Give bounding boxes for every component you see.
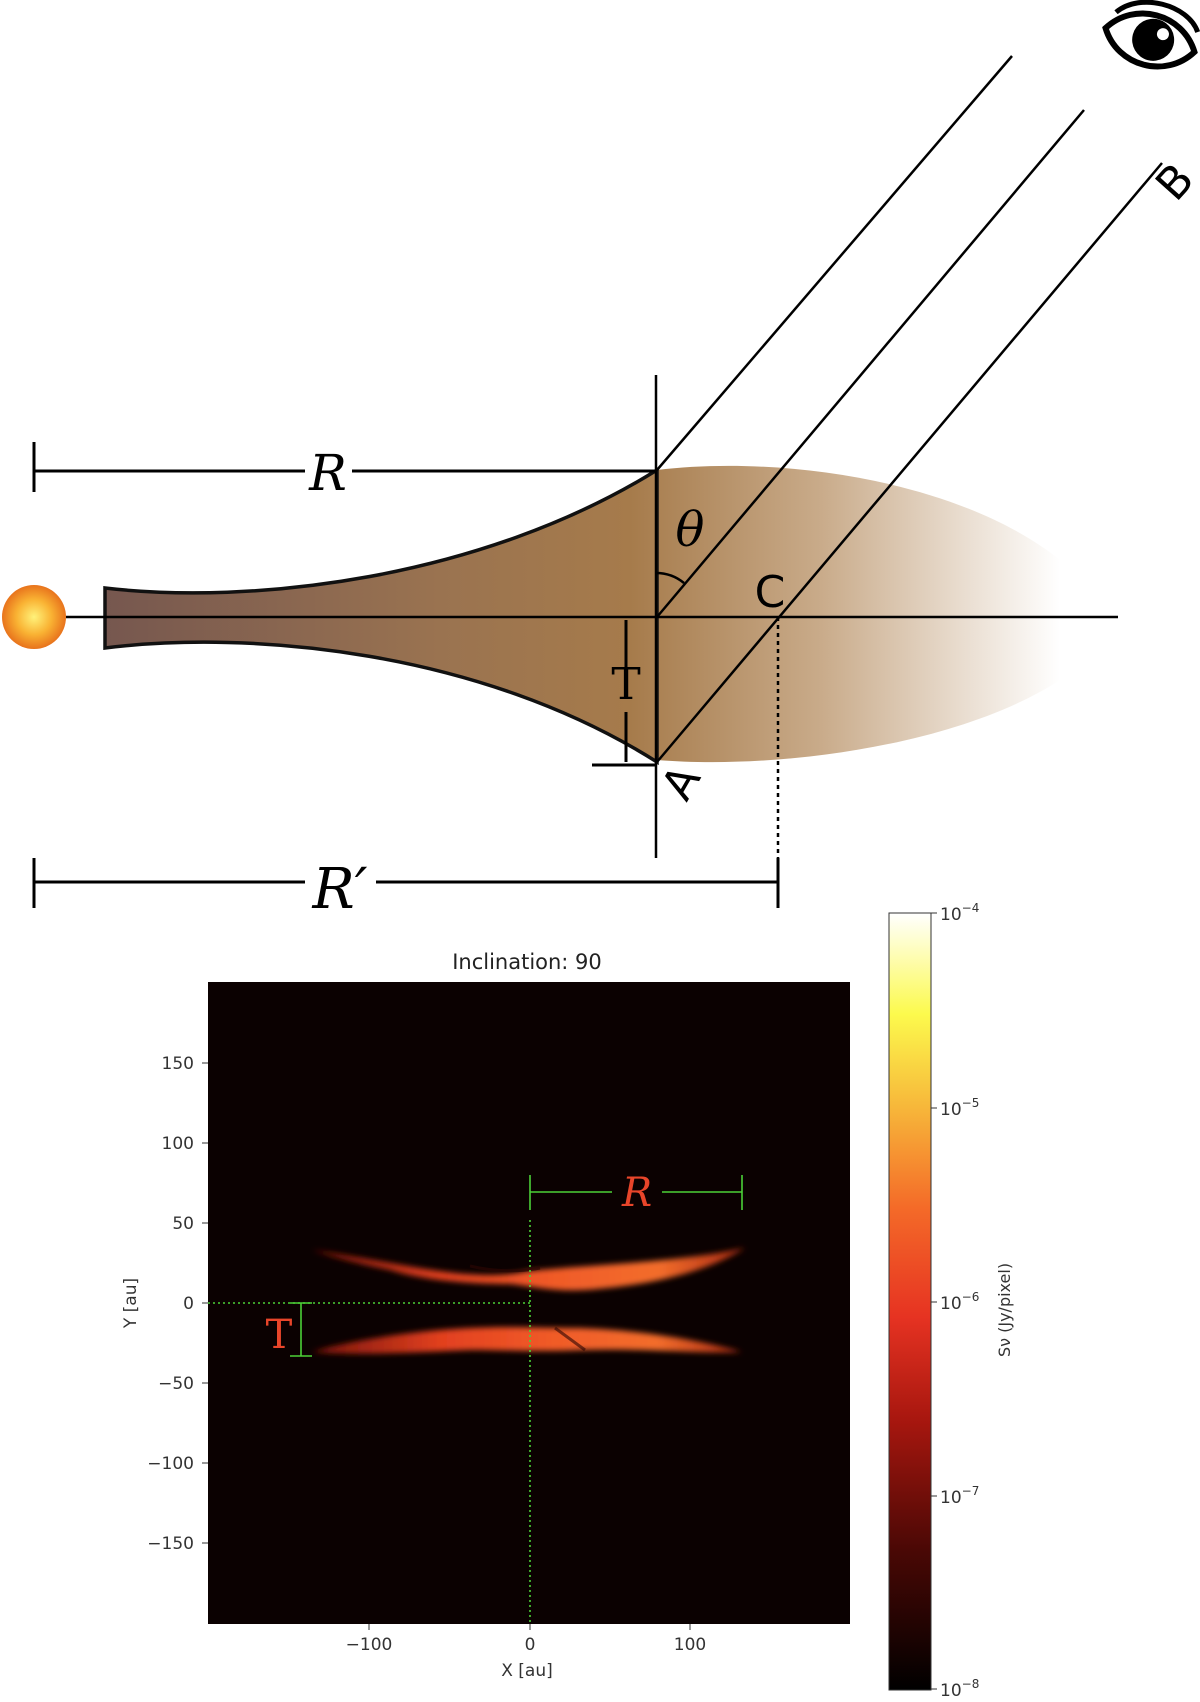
label-theta: θ	[676, 502, 705, 558]
y-tick-label: 50	[172, 1214, 194, 1234]
colorbar-gradient	[888, 912, 932, 1691]
y-tick-label: −50	[158, 1374, 194, 1394]
x-tick-label: 100	[674, 1635, 706, 1655]
sightline-3	[656, 162, 1163, 763]
annotation-R: R	[621, 1170, 652, 1216]
R-dimension	[32, 442, 656, 492]
label-B: B	[1146, 154, 1200, 211]
colorbar-tick: 10−6	[940, 1290, 979, 1314]
annotation-guides	[208, 1175, 743, 1624]
colorbar: 10−4 10−5 10−6 10−7 10−8 Sν (Jy/pixel)	[888, 901, 1014, 1701]
lower-emission-band	[312, 1326, 742, 1354]
eye-icon	[1102, 0, 1200, 70]
label-R: R	[308, 444, 347, 502]
x-tick-label: 0	[525, 1635, 536, 1655]
y-tick-label: −150	[147, 1534, 194, 1554]
y-axis-label: Y [au]	[121, 1278, 141, 1329]
sightline-2	[656, 109, 1085, 618]
disk-outer-region	[657, 465, 1060, 763]
label-T: T	[611, 659, 640, 710]
annotation-T: T	[266, 1312, 293, 1358]
star-icon	[2, 585, 66, 649]
y-tick-label: 150	[162, 1054, 194, 1074]
disk-diagram: R R′ θ T C A B	[2, 0, 1200, 922]
upper-emission-band	[312, 1248, 745, 1291]
y-axis: 150 100 50 0 −50 −100 −150	[147, 1054, 208, 1554]
theta-arc	[655, 571, 685, 584]
x-axis: −100 0 100	[346, 1624, 706, 1655]
colorbar-label: Sν (Jy/pixel)	[995, 1263, 1014, 1357]
x-tick-label: −100	[346, 1635, 393, 1655]
image-plot: Inclination: 90 R T	[121, 950, 850, 1681]
thickness-bracket	[592, 620, 656, 767]
colorbar-tick: 10−8	[940, 1677, 979, 1701]
label-R-prime: R′	[312, 857, 368, 922]
colorbar-tick: 10−5	[940, 1096, 979, 1120]
y-tick-label: 100	[162, 1134, 194, 1154]
y-tick-label: −100	[147, 1454, 194, 1474]
colorbar-tick: 10−7	[940, 1484, 979, 1508]
x-axis-label: X [au]	[501, 1661, 553, 1681]
sightline-1	[656, 55, 1013, 471]
label-A: A	[652, 757, 711, 809]
plot-title: Inclination: 90	[452, 950, 602, 974]
colorbar-tick: 10−4	[940, 901, 979, 925]
label-C: C	[755, 567, 786, 618]
y-tick-label: 0	[183, 1294, 194, 1314]
R-prime-dimension	[32, 858, 780, 908]
